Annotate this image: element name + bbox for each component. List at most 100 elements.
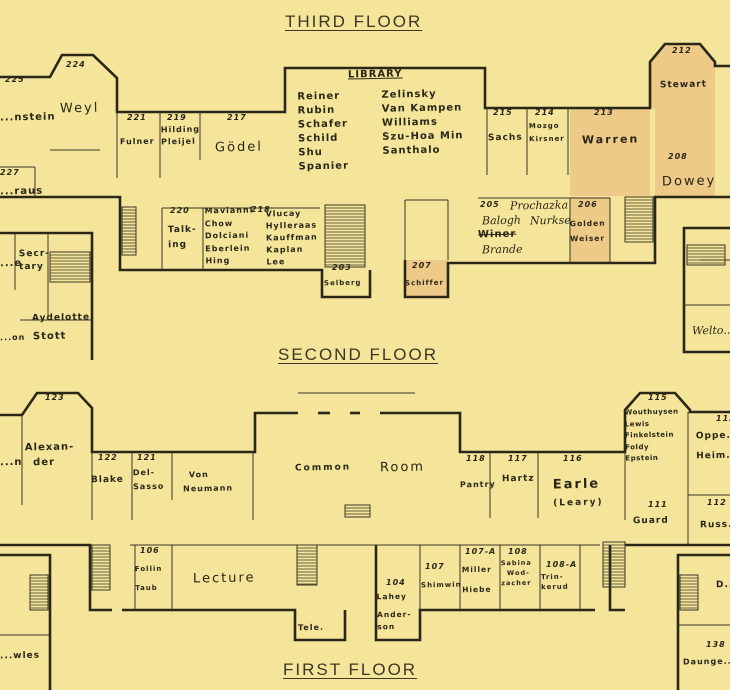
occupant: Kirsner (529, 134, 565, 144)
room-occupants: Del- Sasso (133, 466, 165, 495)
first-floor-title: FIRST FLOOR (283, 660, 418, 679)
occupant: Schafer (297, 118, 349, 131)
room-occupant: Sachs (487, 132, 523, 144)
occupant: Schild (298, 132, 339, 145)
occupant: Wod- (506, 568, 530, 578)
room-occupants: Talk- ing (168, 223, 197, 253)
room-occupant: Stewart (659, 79, 708, 91)
room-number: 138 (706, 640, 726, 649)
room-number: 215 (493, 108, 513, 117)
room-occupant: Shimwin (420, 580, 462, 590)
room-occupants: Sabina Wod- zacher (501, 558, 532, 589)
room-occupant: Weyl (59, 100, 100, 117)
occupant: Dolciani (204, 230, 250, 241)
occupant: (Leary) (553, 497, 604, 509)
telephone-room-label: Tele. (297, 622, 325, 633)
occupant: Sabina (500, 558, 532, 568)
room-occupant: Stott (32, 330, 67, 343)
room-occupant: Gödel (214, 139, 264, 156)
room-number: 107-A (465, 547, 497, 556)
room-number: 108-A (546, 560, 578, 569)
room-occupant: Brande (481, 242, 523, 257)
occupant: Heim... (696, 450, 730, 462)
occupant: Eberlein (205, 243, 251, 253)
library-label: LIBRARY (347, 68, 403, 81)
room-occupants: Oppe... Heim... (696, 426, 730, 467)
room-number: 111 (648, 500, 668, 509)
room-occupants: Follin Taub (135, 560, 163, 598)
room-occupants: Von Neumann (183, 468, 233, 497)
occupant: son (377, 621, 396, 632)
occupant: Secr- (18, 248, 51, 260)
room-number: 112 (707, 498, 727, 507)
room-number: 221 (127, 113, 147, 122)
occupant: Neumann (183, 483, 234, 494)
common-room-label: Room (379, 459, 426, 476)
occupant: Miller (461, 564, 492, 575)
room-occupant: D... (715, 579, 730, 591)
room-number: 113 (716, 414, 730, 423)
room-occupant: ...n (0, 456, 23, 469)
occupant: Mozgo (528, 121, 560, 131)
common-room-label: Common (294, 462, 352, 474)
occupant: Finkelstein (624, 430, 674, 440)
occupant: tary (19, 261, 44, 273)
room-occupants: Mavianni Chow Dolciani Eberlein Hing (204, 205, 254, 268)
room-occupant-crossed-out: Winer (477, 228, 517, 241)
occupant: Talk- (167, 224, 197, 236)
room-occupant: ...wles (0, 650, 41, 662)
room-number: 203 (332, 263, 352, 272)
occupant: Williams (381, 116, 438, 129)
room-occupants: Golden Weiser (570, 216, 606, 247)
occupant: Taub (135, 583, 158, 593)
occupant: Oppe... (695, 430, 730, 442)
room-occupant: Guard (632, 515, 669, 527)
third-floor-walls (0, 42, 730, 360)
occupant: Lewis (624, 419, 650, 428)
room-occupants: Miller Hiebe (462, 560, 493, 601)
occupant: Golden (569, 218, 606, 229)
occupant: kerud (541, 582, 569, 592)
occupant: Lee (266, 257, 286, 267)
room-occupant: Warren (581, 132, 640, 147)
room-number: 224 (66, 60, 86, 69)
room-occupant: ...on (0, 332, 26, 343)
occupant: Kaplan (266, 244, 304, 255)
occupant: zacher (501, 578, 532, 588)
occupant: Del- (132, 467, 156, 478)
room-number: 107 (425, 562, 445, 571)
room-number: 108 (508, 547, 528, 556)
occupant: Zelinsky (381, 88, 437, 101)
occupant: Van Kampen (381, 102, 463, 115)
occupant: der (33, 456, 56, 469)
third-floor-title: THIRD FLOOR (285, 12, 423, 31)
room-occupants: Trin- kerud (541, 572, 569, 592)
room-number: 213 (594, 108, 614, 117)
room-number: 208 (668, 152, 688, 161)
room-number: 122 (98, 453, 118, 462)
room-number: 207 (412, 261, 432, 270)
room-occupant: ...raus (0, 185, 44, 198)
occupant: Pleijel (161, 136, 196, 147)
room-occupants: Hilding Pleijel (161, 124, 200, 149)
room-occupant: Daunge... (682, 656, 730, 667)
occupant: ing (168, 239, 188, 251)
occupant: Foldy (625, 442, 650, 451)
room-occupant: Welto... (691, 323, 730, 338)
room-number: 116 (563, 454, 583, 463)
room-occupant: Blake (90, 474, 124, 486)
first-floor-stairs (29, 504, 699, 611)
room-occupant: ...nstein (0, 111, 56, 124)
room-number: 121 (137, 453, 157, 462)
occupant: Trin- (540, 572, 564, 582)
room-occupants: Alexan- der (25, 440, 75, 471)
occupant: Hilding (160, 124, 201, 135)
library-occupants-left: Reiner Rubin Schafer Schild Shu Spanier (297, 90, 349, 175)
lecture-room-label: Lecture (192, 570, 256, 587)
occupant: Lahey (376, 591, 407, 602)
occupant: Hing (205, 255, 231, 266)
occupant: Shu (298, 147, 323, 159)
room-number: 205 (480, 200, 500, 209)
room-number: 123 (45, 393, 65, 402)
first-floor-walls (0, 391, 730, 690)
